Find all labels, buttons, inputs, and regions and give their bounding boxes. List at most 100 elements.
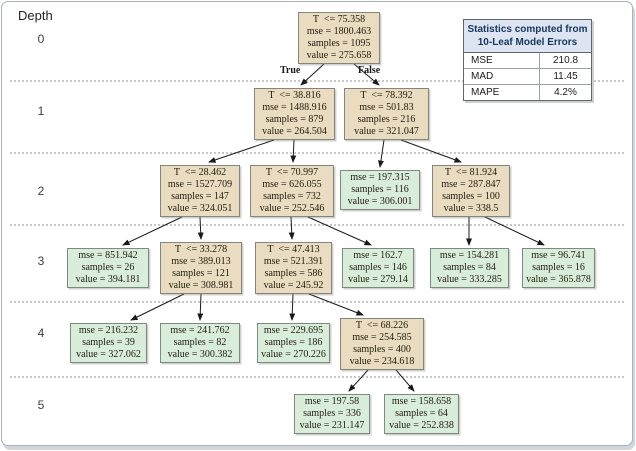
node-value: value = 394.181 <box>75 274 141 285</box>
node-mse: mse = 389.013 <box>171 256 231 267</box>
node-value: value = 270.226 <box>261 349 326 360</box>
node-split-condition: T <= 28.462 <box>173 167 227 178</box>
node-value: value = 365.878 <box>526 274 591 285</box>
tree-node-d1-left: T <= 38.816 mse = 1488.916 samples = 879… <box>254 88 335 140</box>
node-value: value = 279.14 <box>348 274 408 285</box>
stat-label-mad: MAD <box>464 69 540 84</box>
stat-value-mse: 210.8 <box>552 55 579 66</box>
node-split-condition: T <= 38.816 <box>268 90 321 101</box>
node-mse: mse = 154.281 <box>439 250 500 261</box>
node-samples: samples = 336 <box>303 408 361 419</box>
node-samples: samples = 39 <box>82 337 135 348</box>
tree-leaf-d3-6: mse = 96.741 samples = 16 value = 365.87… <box>522 248 595 288</box>
tree-node-d4-4: T <= 68.226 mse = 254.585 samples = 400 … <box>340 318 424 370</box>
node-samples: samples = 216 <box>357 114 416 125</box>
node-mse: mse = 626.055 <box>262 179 322 190</box>
node-split-condition: T <= 47.413 <box>267 244 320 255</box>
node-split-condition: T <= 70.997 <box>265 167 319 178</box>
node-samples: samples = 186 <box>264 337 323 348</box>
table-row: MSE 210.8 <box>464 53 591 69</box>
tree-leaf-d5-1: mse = 197.58 samples = 336 value = 231.1… <box>294 394 370 434</box>
node-value: value = 333.285 <box>437 274 502 285</box>
node-value: value = 338.5 <box>443 203 499 214</box>
node-value: value = 275.658 <box>306 50 372 61</box>
node-value: value = 306.001 <box>347 196 413 207</box>
node-value: value = 327.062 <box>76 349 141 360</box>
tree-leaf-d3-5: mse = 154.281 samples = 84 value = 333.2… <box>430 248 509 288</box>
node-mse: mse = 158.658 <box>391 396 452 407</box>
node-value: value = 300.382 <box>167 349 233 360</box>
tree-node-d3-3: T <= 47.413 mse = 521.391 samples = 586 … <box>255 242 332 294</box>
node-samples: samples = 26 <box>81 262 135 273</box>
depth-axis-title: Depth <box>18 8 53 23</box>
statistics-header-line1: Statistics computed from <box>467 24 588 35</box>
tree-node-d2-4: T <= 81.924 mse = 287.847 samples = 100 … <box>432 165 510 217</box>
node-value: value = 324.051 <box>167 203 233 214</box>
stat-label-mape: MAPE <box>464 85 540 100</box>
node-samples: samples = 879 <box>265 114 324 125</box>
node-split-condition: T <= 78.392 <box>360 90 413 101</box>
tree-leaf-d4-2: mse = 241.762 samples = 82 value = 300.3… <box>160 323 240 363</box>
stat-value-mape: 4.2% <box>554 87 577 98</box>
node-samples: samples = 146 <box>349 262 407 273</box>
edge-label-true: True <box>280 65 301 76</box>
tree-leaf-d5-2: mse = 158.658 samples = 64 value = 252.8… <box>384 394 459 434</box>
node-samples: samples = 121 <box>172 268 230 279</box>
node-value: value = 252.546 <box>259 203 325 214</box>
node-mse: mse = 1800.463 <box>306 26 372 37</box>
node-samples: samples = 116 <box>351 184 409 195</box>
node-samples: samples = 400 <box>353 344 411 355</box>
stat-label-mse: MSE <box>464 53 540 68</box>
node-mse: mse = 1527.709 <box>167 179 233 190</box>
node-samples: samples = 732 <box>263 191 321 202</box>
node-value: value = 252.838 <box>389 420 454 431</box>
node-samples: samples = 84 <box>443 262 496 273</box>
node-mse: mse = 521.391 <box>263 256 324 267</box>
depth-level-3: 3 <box>37 254 45 268</box>
tree-leaf-d4-1: mse = 216.232 samples = 39 value = 327.0… <box>70 323 147 363</box>
node-mse: mse = 501.83 <box>359 102 414 113</box>
node-mse: mse = 197.315 <box>350 172 410 183</box>
node-samples: samples = 16 <box>532 262 585 273</box>
node-mse: mse = 197.58 <box>304 396 360 407</box>
tree-leaf-d3-4: mse = 162.7 samples = 146 value = 279.14 <box>342 248 414 288</box>
node-mse: mse = 96.741 <box>531 250 586 261</box>
tree-leaf-d3-1: mse = 851.942 samples = 26 value = 394.1… <box>67 248 149 288</box>
tree-node-d2-1: T <= 28.462 mse = 1527.709 samples = 147… <box>160 165 240 217</box>
node-split-condition: T <= 68.226 <box>355 320 409 331</box>
statistics-table: Statistics computed from 10-Leaf Model E… <box>463 19 592 101</box>
node-mse: mse = 851.942 <box>78 250 138 261</box>
table-row: MAD 11.45 <box>464 69 591 85</box>
node-samples: samples = 64 <box>395 408 448 419</box>
statistics-table-header: Statistics computed from 10-Leaf Model E… <box>464 20 591 53</box>
stat-value-mad: 11.45 <box>553 71 578 82</box>
depth-separator-3-4 <box>10 301 624 303</box>
node-value: value = 264.504 <box>262 126 327 137</box>
node-split-condition: T <= 75.358 <box>312 14 366 25</box>
node-mse: mse = 229.695 <box>263 325 324 336</box>
node-mse: mse = 254.585 <box>352 332 412 343</box>
depth-level-0: 0 <box>37 32 45 46</box>
depth-separator-2-3 <box>10 224 624 226</box>
node-value: value = 321.047 <box>354 126 419 137</box>
node-samples: samples = 82 <box>173 337 227 348</box>
node-mse: mse = 241.762 <box>170 325 230 336</box>
tree-leaf-d4-3: mse = 229.695 samples = 186 value = 270.… <box>257 323 330 363</box>
node-mse: mse = 216.232 <box>78 325 139 336</box>
node-mse: mse = 287.847 <box>441 179 501 190</box>
table-row: MAPE 4.2% <box>464 85 591 100</box>
depth-separator-4-5 <box>10 376 624 378</box>
node-split-condition: T <= 33.278 <box>174 244 228 255</box>
node-samples: samples = 586 <box>264 268 323 279</box>
depth-level-4: 4 <box>37 326 45 340</box>
node-samples: samples = 1095 <box>307 38 371 49</box>
depth-level-1: 1 <box>37 104 45 118</box>
node-mse: mse = 162.7 <box>353 250 403 261</box>
node-value: value = 234.618 <box>349 356 415 367</box>
depth-level-2: 2 <box>37 184 45 198</box>
node-split-condition: T <= 81.924 <box>444 167 498 178</box>
node-samples: samples = 100 <box>442 191 500 202</box>
tree-node-root: T <= 75.358 mse = 1800.463 samples = 109… <box>298 12 380 64</box>
node-samples: samples = 147 <box>171 191 229 202</box>
